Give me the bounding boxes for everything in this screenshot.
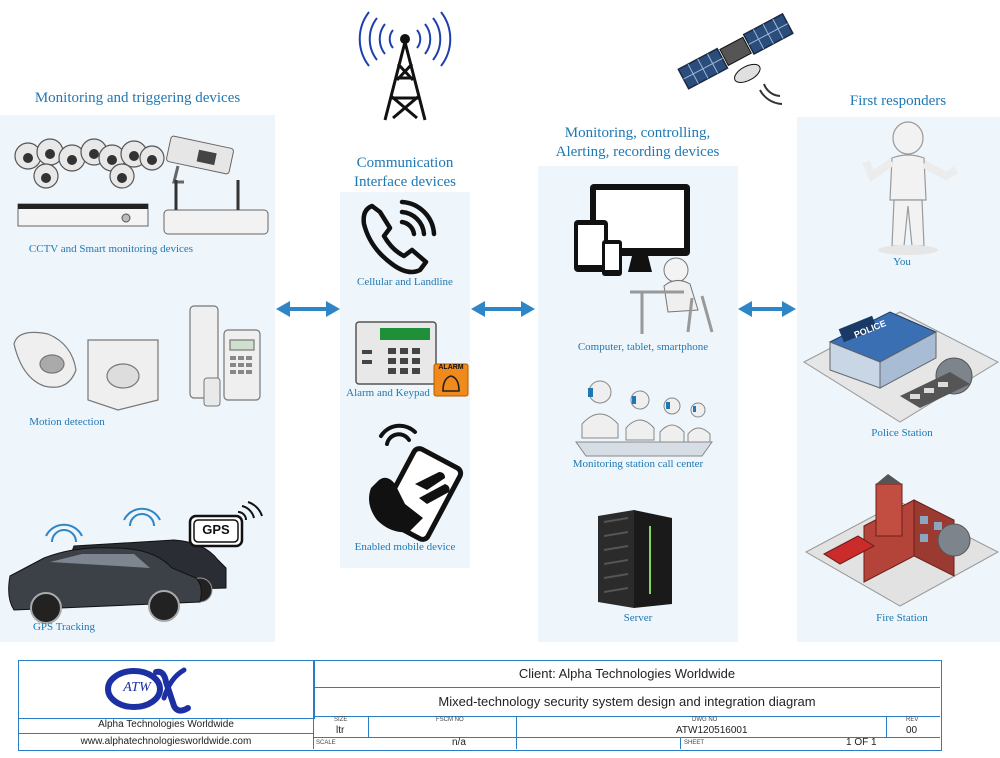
mobile-device-icon: [369, 423, 464, 542]
alarm-keypad-icon: [355, 321, 469, 397]
server-icon: [598, 510, 672, 608]
fire-station-icon: [804, 474, 1000, 607]
size-value: ltr: [336, 725, 345, 736]
atw-logo: [105, 667, 191, 714]
motion-detection-label: Motion detection: [29, 416, 105, 428]
phone-icon: [361, 199, 437, 275]
company-name: Alpha Technologies Worldwide: [98, 719, 234, 730]
cellular-landline-label: Cellular and Landline: [357, 276, 453, 288]
logo-text: ATW: [123, 680, 151, 695]
responders-section-title: First responders: [849, 93, 947, 109]
person-figure-icon: [862, 121, 959, 255]
drawing-title: Mixed-technology security system design …: [438, 694, 816, 709]
sheet-value: 1 OF 1: [846, 737, 877, 748]
divider: [516, 716, 517, 749]
divider: [313, 660, 314, 749]
cctv-label: CCTV and Smart monitoring devices: [28, 243, 194, 255]
dwg-value: ATW120516001: [676, 725, 748, 736]
gps-tracking-label: GPS Tracking: [32, 621, 96, 633]
satellite-icon: [677, 12, 794, 105]
bidirectional-arrow-icon: [276, 301, 340, 317]
divider: [368, 716, 369, 737]
cell-tower-icon: [358, 11, 452, 121]
cars-icon: [8, 501, 263, 624]
client-name: Client: Alpha Technologies Worldwide: [518, 666, 736, 681]
monitoring-section-title: Monitoring and triggering devices: [34, 90, 241, 106]
police-station-label: Police Station: [871, 427, 933, 439]
sheet-label: SHEET: [684, 740, 705, 746]
control-title-line1: Monitoring, controlling,: [564, 125, 711, 141]
call-center-icon: [575, 380, 713, 457]
divider: [886, 716, 887, 737]
rev-value: 00: [906, 725, 918, 736]
scale-value: n/a: [452, 737, 466, 748]
alarm-keypad-label: Alarm and Keypad: [346, 387, 430, 399]
mobile-device-label: Enabled mobile device: [354, 541, 456, 553]
divider: [313, 737, 940, 738]
call-center-label: Monitoring station call center: [572, 458, 704, 470]
server-label: Server: [623, 612, 653, 624]
computer-tablet-label: Computer, tablet, smartphone: [577, 341, 709, 353]
communication-title-line1: Communication: [356, 155, 454, 171]
divider: [313, 687, 940, 688]
title-block-logo-cell: [18, 660, 315, 719]
bidirectional-arrow-icon: [738, 301, 796, 317]
cctv-cameras-icon: [14, 135, 269, 235]
police-station-icon: [802, 311, 1000, 423]
company-website: www.alphatechnologiesworldwide.com: [80, 736, 252, 747]
rev-label: REV: [906, 717, 919, 723]
dwg-label: DWG NO: [692, 717, 718, 723]
divider: [313, 716, 940, 717]
scale-label: SCALE: [316, 740, 336, 746]
alarm-badge: ALARM: [438, 364, 464, 371]
divider: [680, 737, 681, 749]
size-label: SIZE: [334, 717, 348, 723]
divider: [18, 733, 314, 734]
bidirectional-arrow-icon: [471, 301, 535, 317]
control-title-line2: Alerting, recording devices: [555, 144, 720, 160]
communication-title-line2: Interface devices: [353, 174, 456, 190]
fscm-label: FSCM NO: [436, 717, 464, 723]
you-label: You: [893, 256, 911, 268]
computer-devices-icon: [574, 184, 714, 334]
gps-badge: GPS: [202, 522, 230, 537]
motion-sensors-icon: [13, 305, 261, 411]
fire-station-label: Fire Station: [876, 612, 928, 624]
